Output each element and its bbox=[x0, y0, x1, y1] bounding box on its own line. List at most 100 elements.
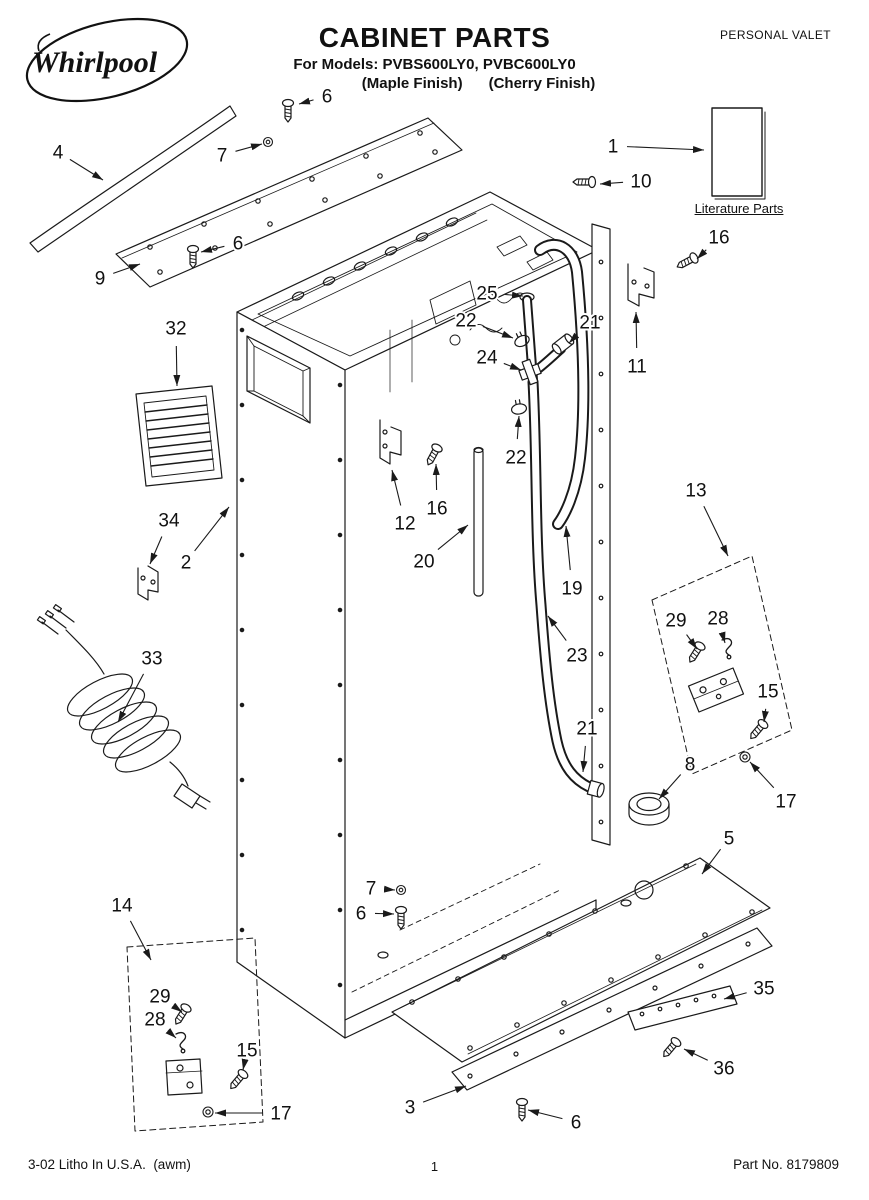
callout-11: 11 bbox=[627, 357, 647, 378]
callout-9: 9 bbox=[95, 269, 106, 290]
callout-leader bbox=[503, 362, 522, 371]
callout-leader bbox=[632, 311, 640, 349]
callout-22: 22 bbox=[455, 311, 476, 332]
finish-line: (Maple Finish) (Cherry Finish) bbox=[88, 75, 869, 92]
footer-page-number: 1 bbox=[430, 1159, 439, 1174]
callout-2: 2 bbox=[181, 553, 192, 574]
callout-leader bbox=[527, 1109, 563, 1120]
callout-3: 3 bbox=[405, 1098, 416, 1119]
callout-6: 6 bbox=[322, 87, 333, 108]
callout-leader bbox=[171, 1002, 183, 1013]
callout-13: 13 bbox=[685, 481, 706, 502]
brand-text: Whirlpool bbox=[32, 46, 158, 79]
callout-4: 4 bbox=[53, 143, 64, 164]
callout-leader bbox=[173, 345, 181, 387]
bottom-panel-5 bbox=[391, 857, 771, 1063]
callout-leader bbox=[580, 745, 588, 773]
callout-leader bbox=[200, 245, 225, 253]
callout-leader bbox=[599, 179, 624, 187]
callout-29: 29 bbox=[149, 987, 170, 1008]
bracket-11 bbox=[627, 263, 655, 307]
top-panel-9 bbox=[115, 117, 463, 288]
cabinet-right-stile bbox=[591, 223, 611, 846]
callout-33: 33 bbox=[141, 649, 162, 670]
callout-12: 12 bbox=[394, 514, 415, 535]
callout-34: 34 bbox=[158, 511, 180, 532]
callout-22: 22 bbox=[505, 448, 526, 469]
page-title: CABINET PARTS bbox=[318, 22, 551, 53]
literature-booklet-1 bbox=[711, 107, 766, 200]
callout-29: 29 bbox=[665, 611, 686, 632]
callout-leader bbox=[69, 158, 104, 181]
rail-35 bbox=[627, 985, 738, 1031]
callout-leader bbox=[437, 524, 469, 551]
hinge-plate-14 bbox=[165, 1058, 203, 1096]
callout-leader bbox=[149, 536, 163, 565]
callout-leader bbox=[235, 143, 263, 152]
callout-10: 10 bbox=[630, 172, 651, 193]
grille-32 bbox=[135, 385, 223, 487]
callout-8: 8 bbox=[685, 755, 696, 776]
callout-leader bbox=[391, 469, 402, 506]
callout-leader bbox=[683, 1048, 708, 1061]
callout-leader bbox=[568, 332, 580, 344]
footer-part-number: Part No. 8179809 bbox=[733, 1157, 839, 1172]
callout-20: 20 bbox=[413, 552, 434, 573]
callout-36: 36 bbox=[713, 1059, 734, 1080]
callout-16: 16 bbox=[426, 499, 447, 520]
callout-6: 6 bbox=[571, 1113, 582, 1134]
callout-leader bbox=[749, 761, 775, 789]
callout-leader bbox=[723, 992, 747, 1000]
callout-24: 24 bbox=[476, 348, 498, 369]
leader-lines bbox=[69, 97, 775, 1120]
dashed-box-13 bbox=[651, 555, 793, 775]
callout-28: 28 bbox=[144, 1010, 165, 1031]
finish-maple: (Maple Finish) bbox=[361, 75, 463, 92]
callout-leader bbox=[686, 634, 698, 650]
callout-25: 25 bbox=[476, 284, 497, 305]
callout-7: 7 bbox=[217, 146, 228, 167]
callout-leader bbox=[129, 920, 152, 961]
callout-15: 15 bbox=[236, 1041, 257, 1062]
literature-parts-label: Literature Parts bbox=[694, 201, 784, 216]
callout-leader bbox=[701, 848, 722, 875]
product-line-label: PERSONAL VALET bbox=[720, 28, 831, 42]
bracket-34 bbox=[137, 565, 159, 601]
grommet-8 bbox=[628, 792, 670, 826]
callout-leader bbox=[563, 525, 571, 571]
line-art bbox=[29, 98, 793, 1132]
dashed-box-14 bbox=[126, 937, 264, 1132]
tube-20 bbox=[473, 446, 484, 597]
hinge-plate-13 bbox=[687, 667, 745, 713]
callout-leader bbox=[504, 291, 524, 299]
footer-litho-note: 3-02 Litho In U.S.A. (awm) bbox=[28, 1157, 191, 1172]
bottom-trim-3 bbox=[451, 927, 773, 1091]
top-trim-strip-4 bbox=[29, 105, 237, 253]
callout-leader bbox=[432, 463, 440, 491]
bracket-12 bbox=[379, 419, 402, 465]
callout-6: 6 bbox=[356, 904, 367, 925]
callout-17: 17 bbox=[270, 1104, 291, 1125]
callout-leader bbox=[626, 146, 705, 154]
finish-cherry: (Cherry Finish) bbox=[488, 75, 596, 92]
power-cord-33 bbox=[36, 604, 211, 810]
whirlpool-logo: Whirlpool bbox=[25, 17, 189, 103]
callout-leader bbox=[117, 673, 145, 723]
callout-leader bbox=[383, 885, 396, 893]
callout-17: 17 bbox=[775, 792, 796, 813]
callout-leader bbox=[165, 1028, 177, 1039]
callout-leader bbox=[703, 505, 729, 557]
callout-leader bbox=[718, 631, 726, 644]
callout-14: 14 bbox=[111, 896, 133, 917]
callout-21: 21 bbox=[576, 719, 597, 740]
callout-leader bbox=[298, 97, 314, 105]
callout-leader bbox=[658, 774, 682, 800]
callout-35: 35 bbox=[753, 979, 774, 1000]
callout-leader bbox=[514, 415, 522, 440]
callout-15: 15 bbox=[757, 682, 778, 703]
callout-1: 1 bbox=[608, 137, 619, 158]
callout-5: 5 bbox=[724, 829, 735, 850]
